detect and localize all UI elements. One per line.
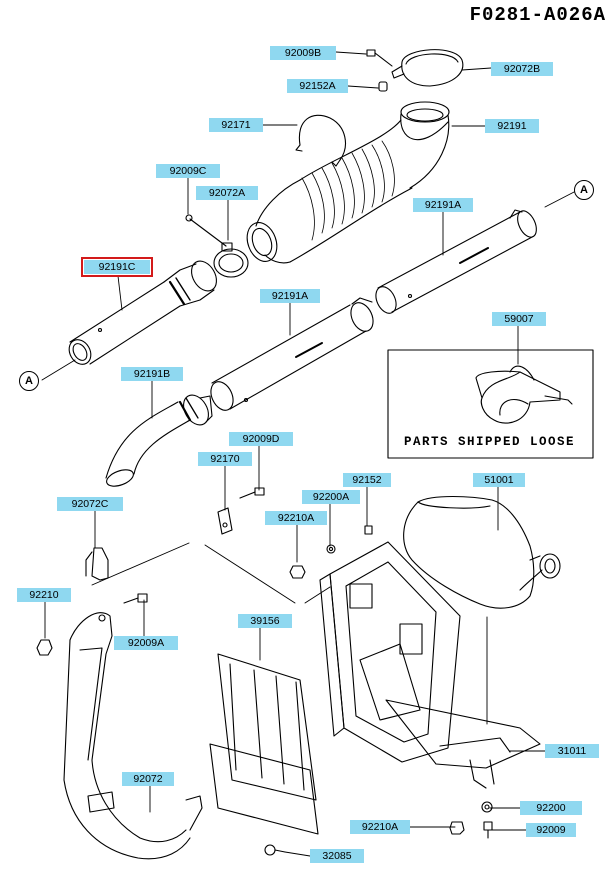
part-label-31011[interactable]: 31011 (545, 744, 599, 758)
part-label-51001[interactable]: 51001 (473, 473, 525, 487)
bellows-hose-drawing (246, 101, 450, 264)
part-label-92009a[interactable]: 92009A (114, 636, 178, 650)
part-label-92072b[interactable]: 92072B (491, 62, 553, 76)
part-label-92200a[interactable]: 92200A (302, 490, 360, 504)
part-label-92009b[interactable]: 92009B (270, 46, 336, 60)
bottom-fastener-drawing (449, 801, 493, 839)
part-label-92191b[interactable]: 92191B (121, 367, 183, 381)
part-label-92009c[interactable]: 92009C (156, 164, 220, 178)
part-label-92072c[interactable]: 92072C (57, 497, 123, 511)
part-label-92171[interactable]: 92171 (209, 118, 263, 132)
fastener-drawing (36, 487, 373, 656)
loose-parts-box (387, 349, 594, 459)
part-label-92191a-mid[interactable]: 92191A (260, 289, 320, 303)
part-label-92009[interactable]: 92009 (526, 823, 576, 837)
part-label-92009d[interactable]: 92009D (229, 432, 293, 446)
reference-mark-a-right: A (574, 180, 594, 200)
part-label-92200[interactable]: 92200 (520, 801, 582, 815)
part-label-39156[interactable]: 39156 (238, 614, 292, 628)
part-label-92191a-top[interactable]: 92191A (413, 198, 473, 212)
pipe-92191a-mid-drawing (210, 297, 374, 411)
leader-lines (41, 51, 577, 857)
part-label-92072[interactable]: 92072 (122, 772, 174, 786)
part-label-92210a-bottom[interactable]: 92210A (350, 820, 410, 834)
pipe-92191a-top-drawing (375, 209, 537, 314)
clamp-92072b-drawing (366, 49, 464, 92)
part-label-92152[interactable]: 92152 (343, 473, 391, 487)
part-label-92152a[interactable]: 92152A (287, 79, 348, 93)
part-label-92210[interactable]: 92210 (17, 588, 71, 602)
reference-mark-a-left: A (19, 371, 39, 391)
shoulder-strap-drawing (63, 612, 203, 860)
part-label-92170[interactable]: 92170 (198, 452, 252, 466)
part-label-92191c-selected[interactable]: 92191C (81, 257, 153, 277)
frame-drawing (319, 541, 541, 789)
part-label-92191[interactable]: 92191 (485, 119, 539, 133)
nozzle-92191b-drawing (105, 394, 213, 487)
diagram-title: F0281-A026A (469, 4, 606, 26)
spring-clip-drawing (295, 114, 346, 167)
part-label-32085[interactable]: 32085 (310, 849, 364, 863)
clamp-92072a-drawing (185, 214, 249, 278)
part-label-92072a[interactable]: 92072A (196, 186, 258, 200)
pipe-92191c-drawing (68, 260, 217, 365)
part-label-92210a-top[interactable]: 92210A (265, 511, 327, 525)
parts-shipped-loose-caption: PARTS SHIPPED LOOSE (404, 435, 576, 449)
part-label-59007[interactable]: 59007 (492, 312, 546, 326)
fuel-tank-drawing (403, 496, 561, 609)
back-pad-drawing (209, 653, 319, 856)
